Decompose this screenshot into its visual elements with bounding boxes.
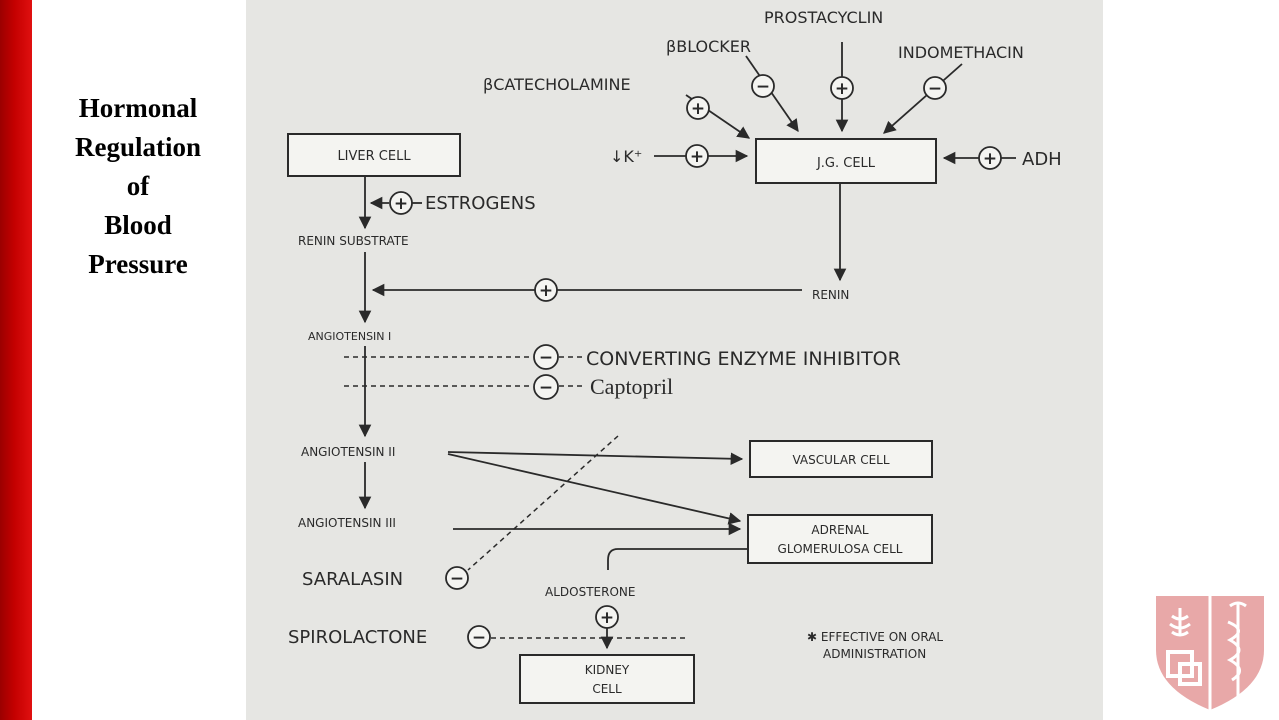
saralasin-label: SARALASIN <box>302 569 403 590</box>
svg-text:−: − <box>539 378 553 398</box>
aldosterone-plus-sign: + <box>595 605 619 629</box>
vascular-cell-label: VASCULAR CELL <box>792 453 889 467</box>
adrenal-cell-box: ADRENAL GLOMERULOSA CELL <box>747 514 933 564</box>
adrenal-to-aldosterone-line <box>607 548 748 570</box>
indomethacin-arrow <box>883 63 963 134</box>
footnote-line2: ADMINISTRATION <box>823 647 926 661</box>
adrenal-label-line2: GLOMERULOSA CELL <box>778 542 903 556</box>
svg-text:+: + <box>691 99 705 119</box>
jg-cell-label: J.G. CELL <box>816 156 876 171</box>
beta-catecholamine-label: βCATECHOLAMINE <box>483 75 631 94</box>
converting-enzyme-inhibitor-label: CONVERTING ENZYME INHIBITOR <box>586 348 901 370</box>
svg-text:−: − <box>450 569 464 589</box>
svg-text:+: + <box>600 608 614 628</box>
captopril-minus-sign: − <box>533 374 559 400</box>
svg-text:+: + <box>539 281 553 301</box>
angiotensin2-to-vascular-arrow <box>447 451 744 466</box>
spirolactone-label: SPIROLACTONE <box>288 627 427 648</box>
low-potassium-label: ↓K⁺ <box>610 147 642 166</box>
spirolactone-minus-sign: − <box>467 625 491 649</box>
renin-angiotensin-diagram: LIVER CELL J.G. CELL VASCULAR CELL ADREN… <box>287 8 1062 704</box>
aldosterone-label: ALDOSTERONE <box>545 585 635 599</box>
vascular-cell-box: VASCULAR CELL <box>749 440 933 478</box>
renin-substrate-label: RENIN SUBSTRATE <box>298 234 409 248</box>
saralasin-dashed-line <box>467 435 619 571</box>
beta-blocker-label: βBLOCKER <box>666 37 751 56</box>
low-potassium-plus-sign: + <box>685 144 709 168</box>
liver-cell-label: LIVER CELL <box>337 149 411 164</box>
svg-text:−: − <box>756 77 770 97</box>
kidney-label-line1: KIDNEY <box>585 663 630 677</box>
adh-label: ADH <box>1022 149 1062 170</box>
kidney-cell-box: KIDNEY CELL <box>519 654 695 704</box>
diagram-photo: LIVER CELL J.G. CELL VASCULAR CELL ADREN… <box>246 0 1103 720</box>
indomethacin-label: INDOMETHACIN <box>898 43 1024 62</box>
title-line: Regulation <box>74 132 201 162</box>
adh-plus-sign: + <box>978 146 1002 170</box>
adrenal-label-line1: ADRENAL <box>811 523 869 537</box>
prostacyclin-plus-sign: + <box>830 76 854 100</box>
title-line: Hormonal <box>78 93 198 123</box>
beta-catecholamine-plus-sign: + <box>686 96 710 120</box>
prostacyclin-label: PROSTACYCLIN <box>764 8 883 27</box>
renin-label: RENIN <box>812 288 849 302</box>
angiotensin-1-label: ANGIOTENSIN I <box>308 330 391 343</box>
indomethacin-minus-sign: − <box>923 76 947 100</box>
title-line: of <box>126 171 150 201</box>
captopril-label: Captopril <box>590 374 673 399</box>
liver-cell-box: LIVER CELL <box>287 133 461 177</box>
footnote-line1: ✱ EFFECTIVE ON ORAL <box>807 630 943 644</box>
saralasin-minus-sign: − <box>445 566 469 590</box>
kidney-label-line2: CELL <box>592 682 622 696</box>
svg-text:−: − <box>472 628 486 648</box>
title-line: Pressure <box>88 249 188 279</box>
svg-text:−: − <box>539 348 553 368</box>
svg-text:+: + <box>690 147 704 167</box>
estrogens-plus-sign: + <box>389 191 413 215</box>
estrogens-label: ESTROGENS <box>425 193 536 214</box>
svg-text:+: + <box>394 194 408 214</box>
angiotensin2-to-adrenal-arrow <box>447 453 742 525</box>
red-side-bar <box>0 0 32 720</box>
shield-logo-icon <box>1150 592 1270 712</box>
angiotensin-3-label: ANGIOTENSIN III <box>298 516 396 530</box>
renin-plus-sign: + <box>534 278 558 302</box>
slide-title: Hormonal Regulation of Blood Pressure <box>52 89 224 284</box>
svg-text:+: + <box>983 149 997 169</box>
converting-enzyme-inhibitor-minus-sign: − <box>533 344 559 370</box>
beta-blocker-minus-sign: − <box>751 74 775 98</box>
svg-text:+: + <box>835 79 849 99</box>
angiotensin-2-label: ANGIOTENSIN II <box>301 445 395 459</box>
title-line: Blood <box>104 210 172 240</box>
jg-cell-box: J.G. CELL <box>755 138 937 184</box>
svg-text:−: − <box>928 79 942 99</box>
